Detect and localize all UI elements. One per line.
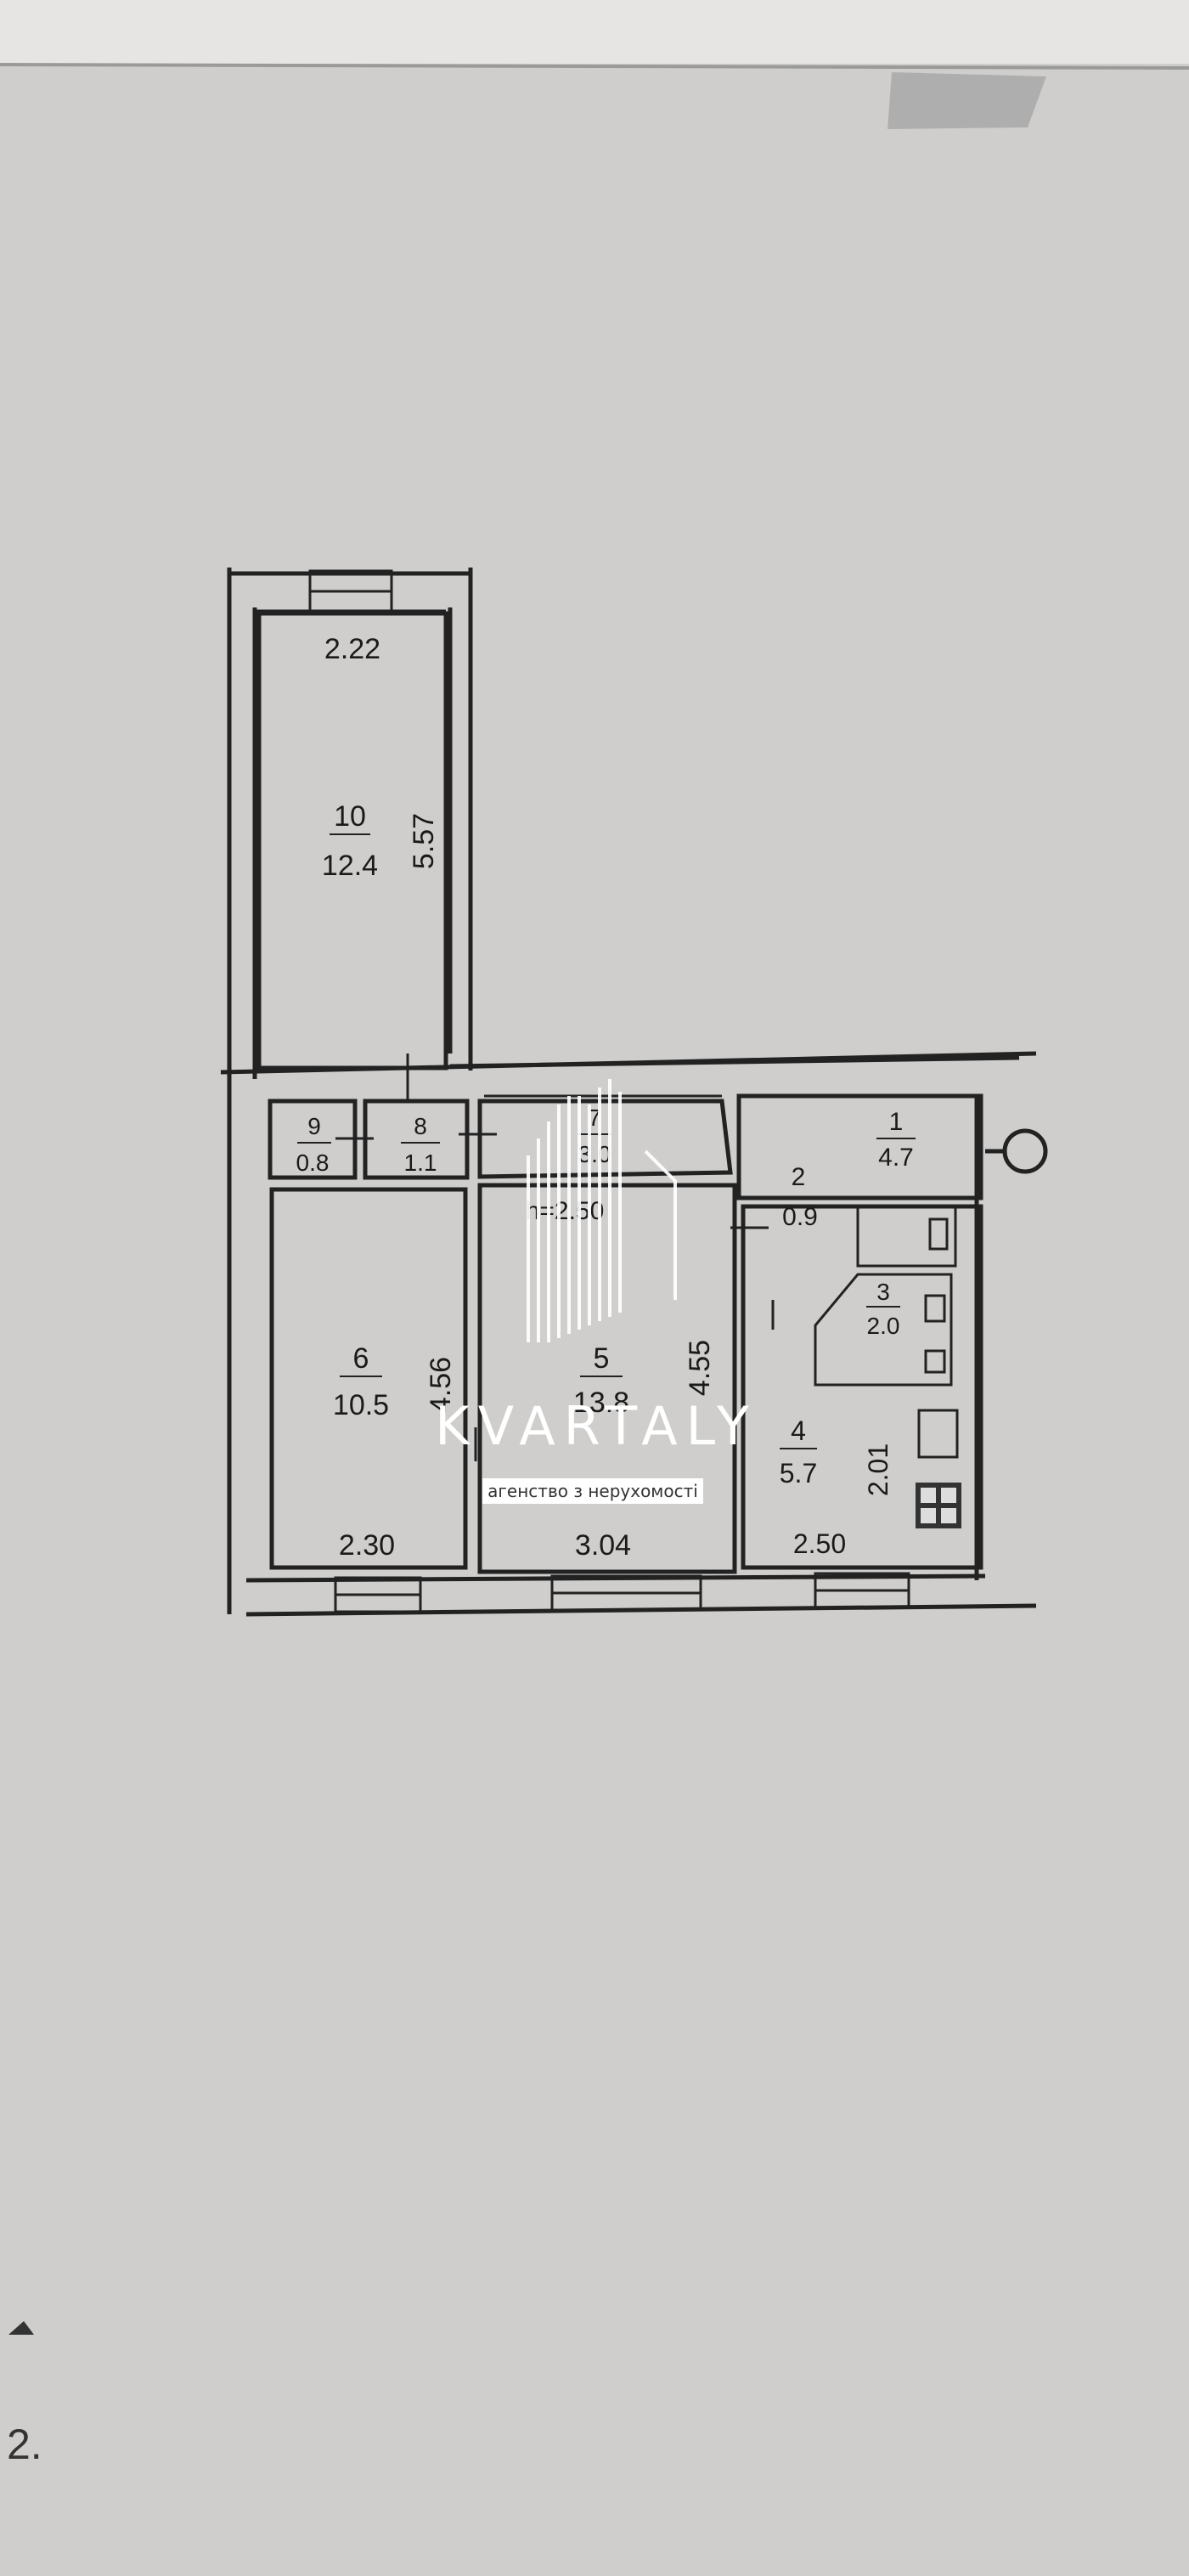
page-number: 2. [7, 2421, 42, 2468]
svg-text:1.1: 1.1 [404, 1150, 437, 1176]
room-8-label: 8 1.1 [401, 1113, 440, 1176]
svg-text:0.8: 0.8 [296, 1150, 330, 1176]
room-10-label: 2.22 10 12.4 5.57 [322, 633, 440, 882]
svg-text:KVARTALY: KVARTALY [435, 1395, 758, 1457]
svg-text:6: 6 [353, 1342, 369, 1375]
svg-text:4.7: 4.7 [878, 1144, 914, 1172]
svg-text:12.4: 12.4 [322, 850, 378, 882]
stove-icon [916, 1483, 961, 1528]
room-2-label: 2 0.9 [782, 1163, 818, 1231]
floor-plan [220, 568, 1048, 1617]
svg-text:8: 8 [414, 1113, 427, 1139]
room-4-label: 4 5.7 2.01 2.50 [780, 1415, 893, 1559]
svg-text:10.5: 10.5 [333, 1389, 389, 1421]
corner-mark-icon [8, 2321, 34, 2335]
svg-text:5.57: 5.57 [408, 813, 440, 869]
svg-text:агенство з нерухомості: агенство з нерухомості [487, 1481, 698, 1501]
svg-text:4.55: 4.55 [684, 1340, 716, 1396]
svg-text:13.8: 13.8 [573, 1387, 629, 1419]
room-3-label: 3 2.0 [866, 1279, 900, 1339]
svg-text:5: 5 [594, 1342, 610, 1375]
svg-text:4: 4 [791, 1415, 806, 1446]
svg-text:2.30: 2.30 [339, 1529, 395, 1562]
svg-text:2.0: 2.0 [867, 1313, 900, 1339]
svg-text:3: 3 [876, 1279, 890, 1305]
room-9-label: 9 0.8 [296, 1113, 331, 1176]
svg-text:2.22: 2.22 [324, 633, 380, 665]
svg-text:2: 2 [792, 1163, 806, 1191]
watermark: KVARTALY агенство з нерухомості [435, 1079, 758, 1504]
svg-text:5.7: 5.7 [780, 1458, 817, 1489]
svg-text:3.04: 3.04 [575, 1529, 631, 1562]
room-6-label: 6 10.5 4.56 2.30 [333, 1342, 457, 1562]
svg-text:9: 9 [307, 1113, 321, 1139]
svg-text:0.9: 0.9 [782, 1203, 818, 1231]
svg-text:4.56: 4.56 [425, 1357, 457, 1413]
entrance-icon [985, 1128, 1048, 1174]
svg-text:10: 10 [334, 800, 366, 833]
svg-text:3.0: 3.0 [578, 1141, 611, 1167]
room-7-label: 7 3.0 [578, 1104, 611, 1167]
svg-text:2.50: 2.50 [793, 1528, 846, 1559]
svg-text:1: 1 [889, 1108, 904, 1136]
room-1-label: 1 4.7 [876, 1108, 916, 1172]
svg-text:2.01: 2.01 [863, 1443, 893, 1496]
svg-text:7: 7 [588, 1104, 601, 1131]
watermark-logo-icon [527, 1079, 677, 1342]
